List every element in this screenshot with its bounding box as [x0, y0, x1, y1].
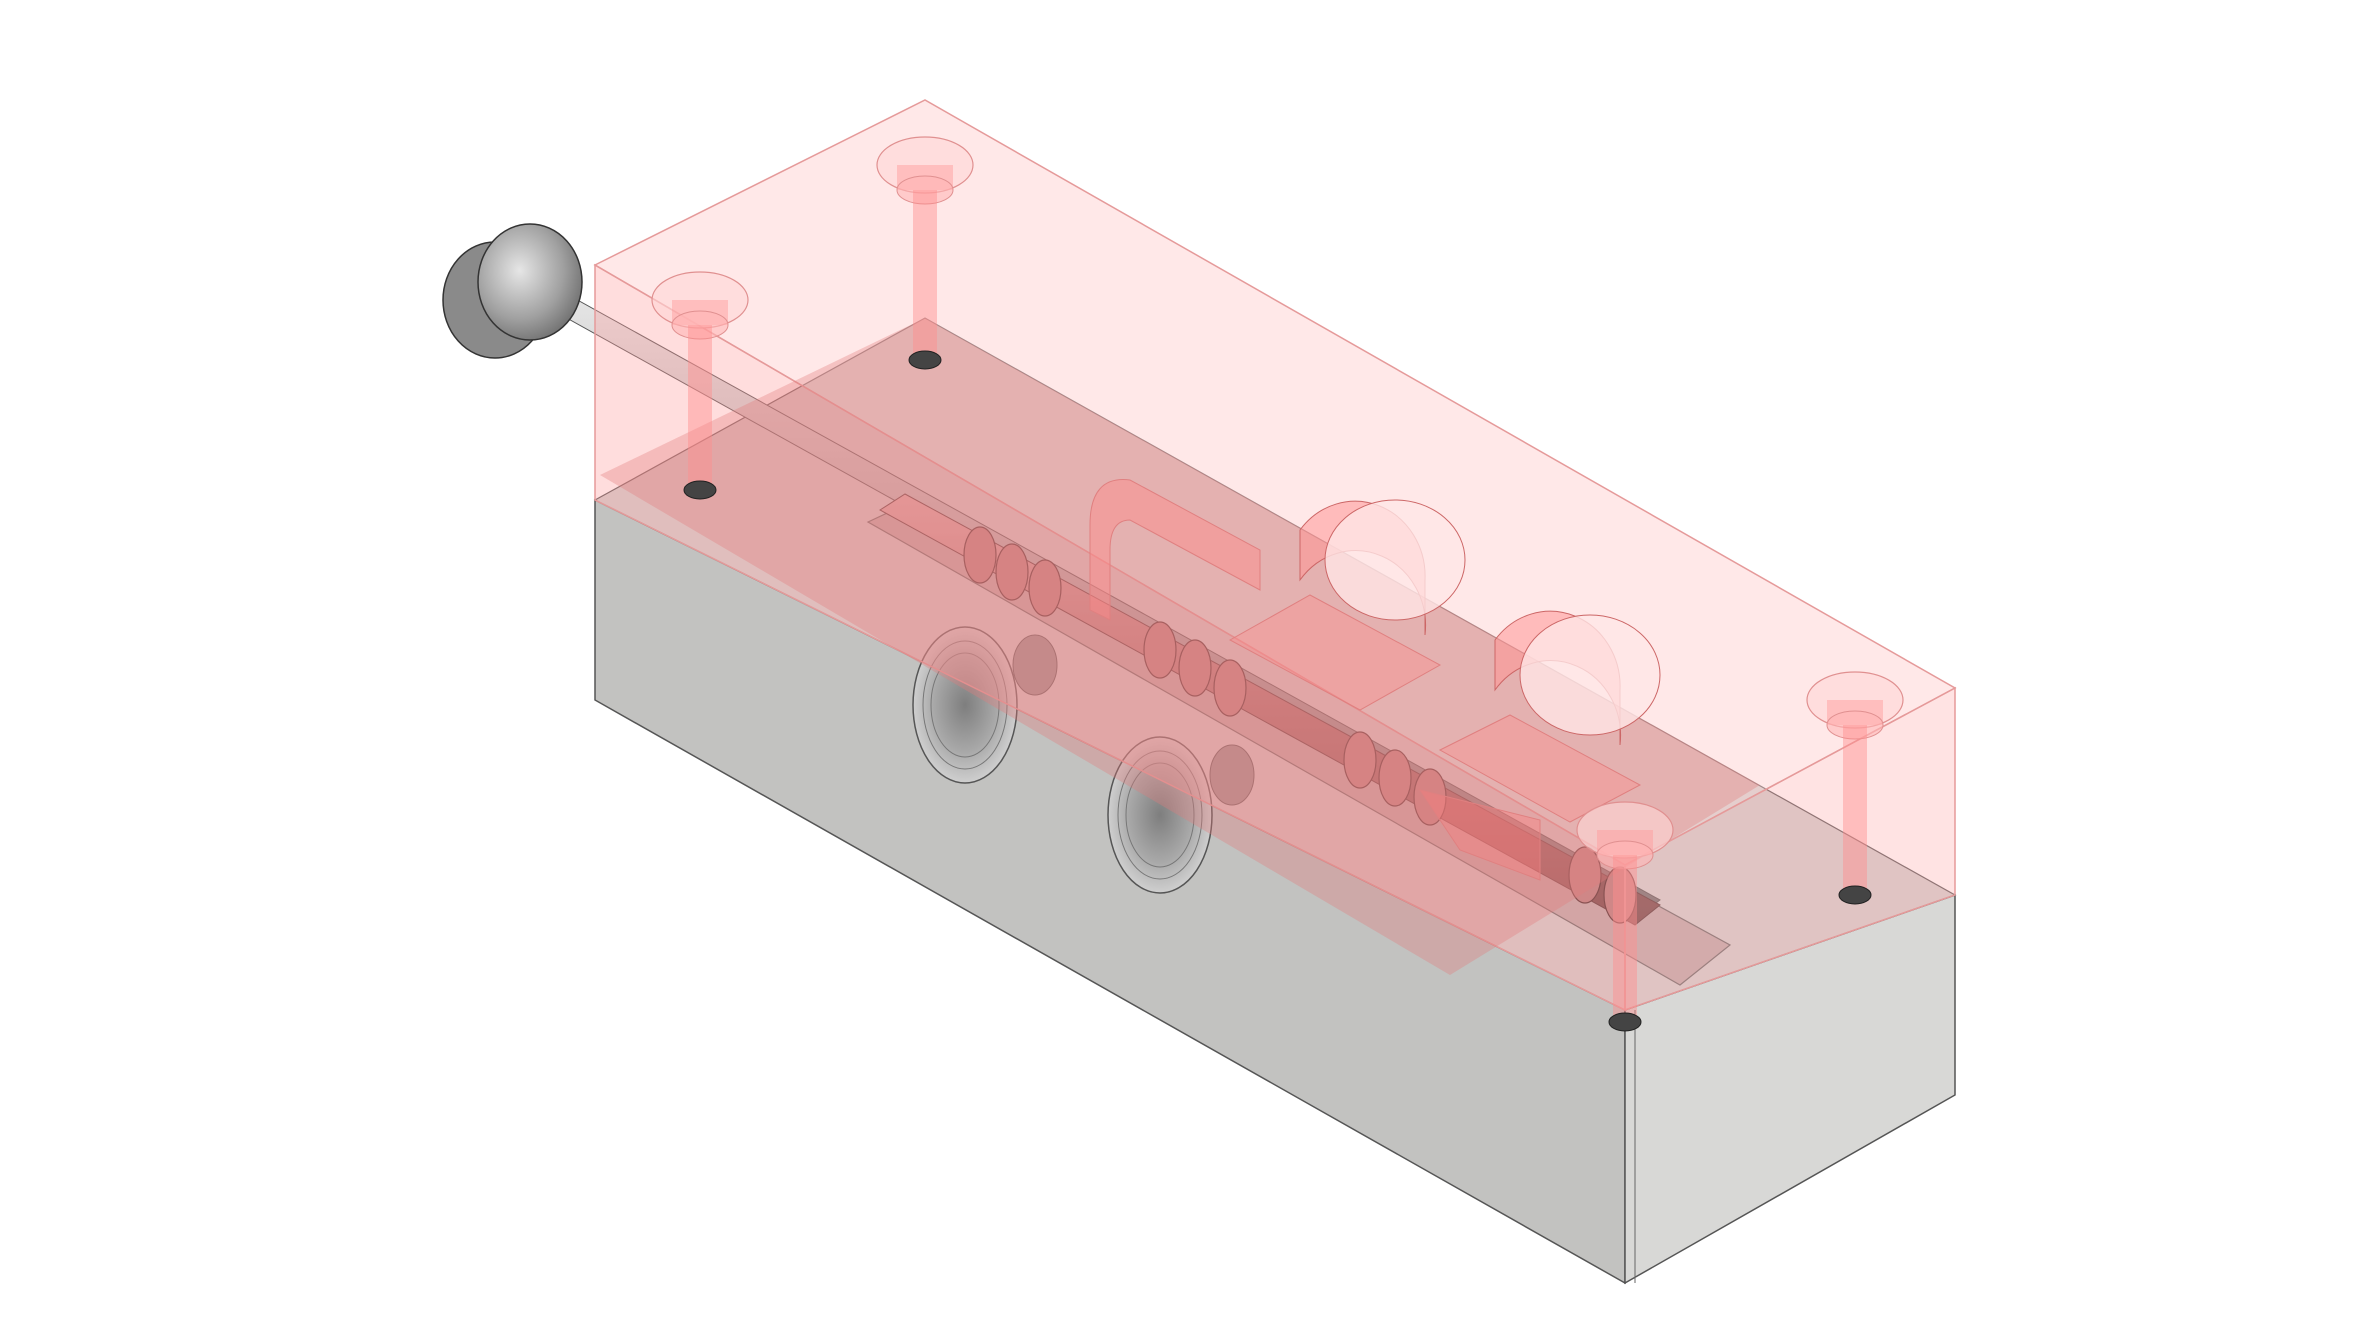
top-port-2 [1494, 610, 1661, 746]
internal-passages [1089, 479, 1642, 881]
port-right [1107, 736, 1255, 894]
transparent-cover [593, 99, 1957, 1012]
bolt-front-left [651, 271, 749, 500]
cover-inner-pocket [600, 318, 1760, 975]
top-port-1 [1299, 499, 1466, 636]
bolt-front-right [1576, 801, 1674, 1032]
spool-lands [963, 526, 1637, 924]
port-left [912, 626, 1058, 784]
bolt-back-left [876, 136, 974, 370]
spool-knob [442, 223, 583, 359]
bolt-back-right [1806, 671, 1904, 905]
